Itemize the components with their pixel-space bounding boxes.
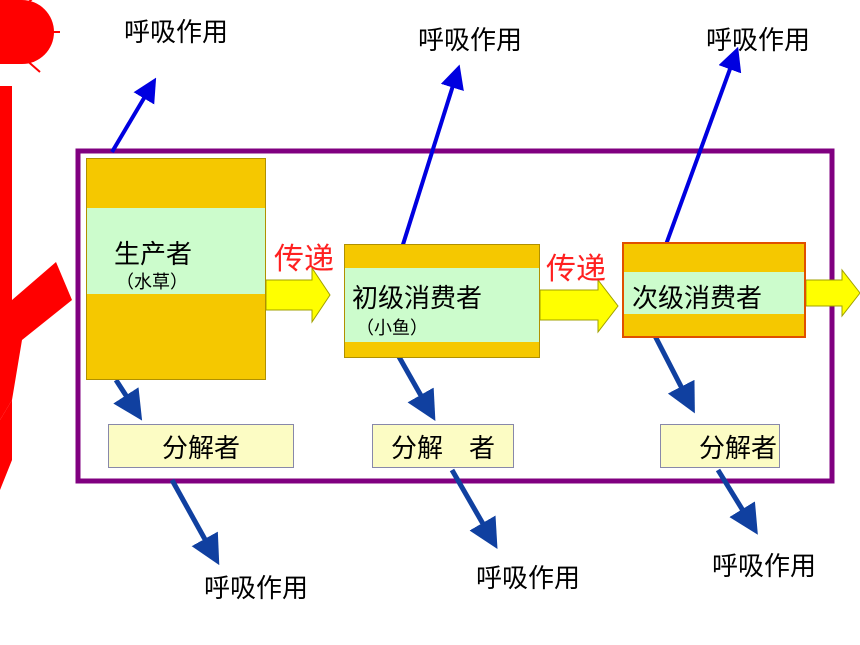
primary-consumer-band	[345, 268, 539, 342]
producer-band	[87, 208, 265, 294]
respiration-arrow-primary	[398, 64, 464, 255]
respiration-label-decomposer-3: 呼吸作用	[712, 552, 817, 582]
decomposer-box-3: 分解者	[660, 424, 780, 468]
primary-consumer-example: （小鱼）	[356, 318, 428, 339]
decomposer-respiration-arrow-3	[715, 468, 758, 535]
secondary-consumer-band	[624, 272, 804, 314]
ecosystem-border	[75, 148, 835, 484]
decomposer-box-2: 分解 者	[372, 424, 514, 468]
decomposer-arrow-2	[391, 346, 436, 422]
respiration-label-secondary: 呼吸作用	[706, 26, 811, 56]
transfer-label-2: 传递	[546, 252, 606, 287]
producer-example: （水草）	[116, 272, 188, 293]
respiration-label-decomposer-2: 呼吸作用	[476, 564, 581, 594]
decomposer-box-1: 分解者	[108, 424, 294, 468]
transfer-label-1: 传递	[274, 242, 334, 277]
sun-icon	[0, 0, 60, 73]
decomposer-arrow-1	[113, 378, 143, 421]
respiration-arrow-producer	[110, 77, 157, 154]
respiration-arrow-secondary	[662, 46, 742, 251]
decomposer-respiration-arrow-1	[169, 478, 220, 566]
respiration-label-decomposer-1: 呼吸作用	[204, 574, 309, 604]
transfer-arrow-2	[539, 278, 619, 334]
producer-label: 生产者	[114, 240, 193, 270]
decomposer-respiration-arrow-2	[449, 468, 498, 549]
transfer-arrow-1	[265, 266, 331, 324]
solar-energy-lower	[0, 400, 12, 490]
solar-energy-arrow	[0, 86, 72, 420]
respiration-label-producer: 呼吸作用	[124, 18, 229, 48]
transfer-arrow-3	[805, 268, 860, 318]
secondary-consumer-label: 次级消费者	[632, 284, 763, 314]
primary-consumer-label: 初级消费者	[352, 284, 483, 314]
respiration-label-primary: 呼吸作用	[418, 26, 523, 56]
decomposer-arrow-3	[651, 332, 695, 414]
